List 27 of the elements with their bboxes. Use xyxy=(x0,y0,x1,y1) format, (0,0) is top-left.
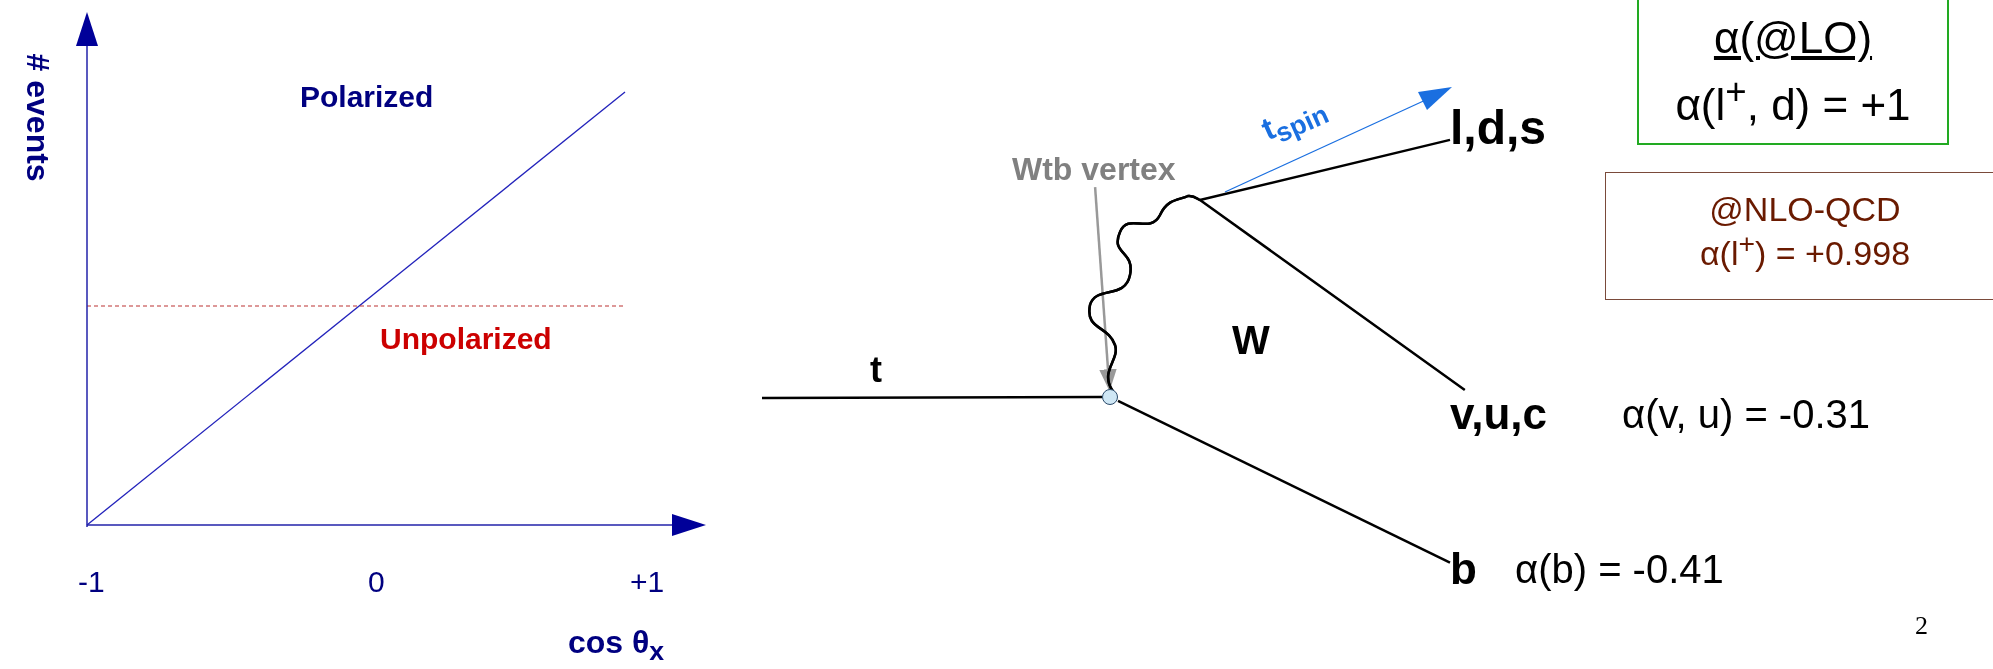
particle-label: v,u,c xyxy=(1450,389,1547,438)
line-label: Unpolarized xyxy=(380,322,552,355)
result-box xyxy=(1605,172,1993,300)
formula-text: α(v, u) = -0.31 xyxy=(1622,392,1871,436)
axis-title: cos θ$_{x}$ xyxy=(568,625,665,667)
page-number: 2 xyxy=(1915,612,1928,641)
particle-line xyxy=(1117,399,1451,564)
formula-text: α(@LO) xyxy=(1712,14,1874,63)
particle-label: b xyxy=(1450,544,1477,593)
edge-label: t xyxy=(870,350,882,390)
edge-label: W xyxy=(1232,318,1270,362)
particle-line xyxy=(762,395,1102,400)
tick-label: 0 xyxy=(368,565,385,598)
tick-label: +1 xyxy=(630,565,665,598)
axis-title: # events xyxy=(19,52,56,184)
tick-label: -1 xyxy=(78,565,105,598)
vertex-label: Wtb vertex xyxy=(1012,151,1176,187)
result-box xyxy=(1637,0,1949,145)
vertex-circle xyxy=(1102,389,1118,405)
particle-line xyxy=(1088,194,1466,392)
formula-text: @NLO-QCD xyxy=(1708,191,1902,229)
line-label: Polarized xyxy=(300,80,434,113)
formula-text: α(l$^{+}$, d) = +1 xyxy=(1674,72,1912,130)
leader-arrow xyxy=(1093,187,1117,392)
formula-text: α(l$^{+}$) = +0.998 xyxy=(1698,228,1912,274)
formula-text: α(b) = -0.41 xyxy=(1515,547,1724,591)
particle-label: l,d,s xyxy=(1450,101,1547,154)
